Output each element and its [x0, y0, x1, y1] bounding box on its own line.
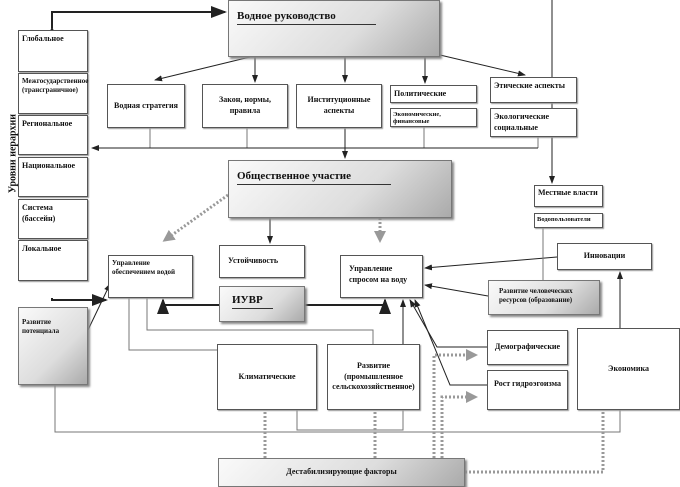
level-interstate: Межгосударственное (трансграничное) — [18, 73, 88, 114]
ecological-box: Экологические социальные — [490, 108, 577, 137]
level-basin: Система (бассейн) — [18, 199, 88, 239]
demand-management-box: Управление спросом на воду — [340, 255, 423, 298]
water-governance-title: Водное руководство — [237, 9, 376, 25]
ethical-box: Этические аспекты — [490, 77, 577, 103]
iwrm-box: ИУВР — [219, 286, 305, 322]
level-national: Национальное — [18, 157, 88, 197]
laws-box: Закон, нормы, правила — [202, 84, 288, 128]
human-resources-box: Развитие человеческих ресурсов (образова… — [488, 280, 600, 315]
supply-management-box: Управление обеспечением водой — [108, 255, 193, 298]
hydroegoism-box: Рост гидроэгоизма — [487, 370, 568, 410]
development-box: Развитие (промышленное сельскохозяйствен… — [327, 344, 420, 410]
levels-label: Уровни иерархии — [7, 113, 19, 194]
water-governance-box: Водное руководство — [228, 0, 440, 57]
capacity-development-box: Развитие потенциала — [18, 307, 88, 385]
level-local: Локальное — [18, 240, 88, 281]
level-global: Глобальное — [18, 30, 88, 72]
water-strategy-box: Водная стратегия — [107, 84, 185, 128]
economic-box: Экономические, финансовые — [390, 108, 477, 127]
public-participation-title: Общественное участие — [237, 169, 391, 185]
innovation-box: Инновации — [557, 243, 652, 270]
iwrm-title: ИУВР — [232, 293, 273, 309]
sustainability-box: Устойчивость — [219, 245, 305, 278]
water-users-box: Водопользователи — [534, 213, 603, 228]
institutional-box: Институционные аспекты — [296, 84, 382, 128]
public-participation-box: Общественное участие — [228, 160, 452, 218]
local-authorities-box: Местные власти — [534, 185, 603, 207]
political-box: Политические — [390, 85, 477, 103]
demographic-box: Демографические — [487, 330, 568, 365]
economy-box: Экономика — [577, 328, 680, 410]
level-regional: Региональное — [18, 115, 88, 155]
destabilizing-factors-box: Дестабилизирующие факторы — [218, 458, 465, 487]
climatic-box: Климатические — [217, 344, 317, 410]
